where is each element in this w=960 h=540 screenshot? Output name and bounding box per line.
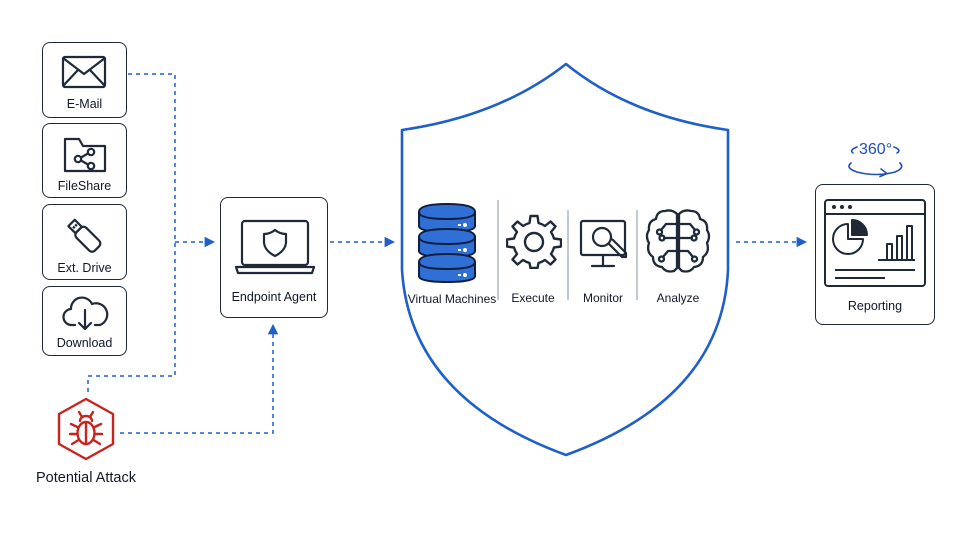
source-fileshare-box: FileShare bbox=[42, 123, 127, 198]
monitor-search-icon bbox=[578, 218, 634, 274]
server-stack-icon bbox=[416, 200, 478, 284]
shield-outline bbox=[400, 62, 730, 457]
attack-label: Potential Attack bbox=[36, 470, 136, 486]
reporting-box: Reporting bbox=[815, 184, 935, 325]
reporting-360-badge: 360° bbox=[859, 141, 893, 158]
cloud-download-icon bbox=[61, 295, 109, 333]
step-label-monitor: Monitor bbox=[582, 291, 623, 305]
source-label-fileshare: FileShare bbox=[57, 179, 112, 193]
rotate-360-icon bbox=[843, 141, 909, 179]
envelope-icon bbox=[61, 55, 107, 89]
brain-icon bbox=[644, 206, 712, 278]
source-download-box: Download bbox=[42, 286, 127, 356]
source-label-email: E-Mail bbox=[66, 97, 103, 111]
step-label-analyze: Analyze bbox=[656, 291, 700, 305]
agent-label: Endpoint Agent bbox=[231, 290, 317, 304]
source-extdrive-box: Ext. Drive bbox=[42, 204, 127, 280]
bug-icon bbox=[55, 396, 117, 462]
gear-icon bbox=[506, 213, 562, 269]
usb-drive-icon bbox=[63, 213, 107, 257]
endpoint-agent-box: Endpoint Agent bbox=[220, 197, 328, 318]
reporting-label: Reporting bbox=[847, 299, 903, 313]
source-label-extdrive: Ext. Drive bbox=[57, 261, 112, 275]
shared-folder-icon bbox=[62, 134, 108, 174]
source-email-box: E-Mail bbox=[42, 42, 127, 118]
laptop-shield-icon bbox=[234, 218, 316, 278]
step-label-execute: Execute bbox=[511, 291, 555, 305]
connector-sources-trunk bbox=[87, 73, 176, 392]
step-label-virtual-machines: Virtual Machines bbox=[407, 292, 497, 306]
source-label-download: Download bbox=[56, 336, 113, 350]
connector-attack-to-agent bbox=[120, 323, 279, 434]
dashboard-icon bbox=[823, 198, 927, 290]
